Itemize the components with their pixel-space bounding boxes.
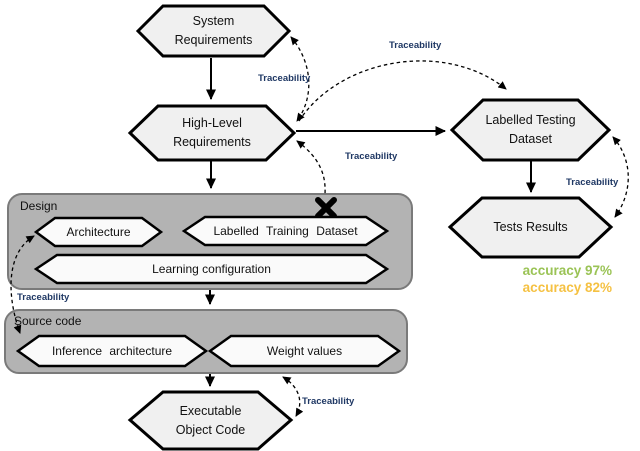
node-learning-configuration <box>33 253 390 285</box>
traceability-arc-system-highlevel <box>290 36 310 122</box>
node-high-level-requirements <box>127 104 297 162</box>
node-tests-results <box>447 196 614 259</box>
traceability-arc-highlevel-testing-dataset <box>298 60 507 122</box>
traceability-arc-weights-executable <box>282 376 304 417</box>
node-inference-architecture <box>15 334 209 368</box>
node-weight-values <box>207 334 402 368</box>
node-architecture <box>33 216 164 248</box>
traceability-arc-architecture-inference <box>10 235 35 334</box>
node-system-requirements <box>135 4 292 58</box>
node-executable-object-code <box>127 390 294 451</box>
traceability-arc-testing-dataset-tests-results <box>612 136 629 218</box>
broken-link-icon <box>315 197 337 219</box>
node-labelled-training-dataset <box>181 215 390 247</box>
traceability-arc-highlevel-training-dataset-broken <box>296 140 326 195</box>
node-labelled-testing-dataset <box>449 98 612 162</box>
